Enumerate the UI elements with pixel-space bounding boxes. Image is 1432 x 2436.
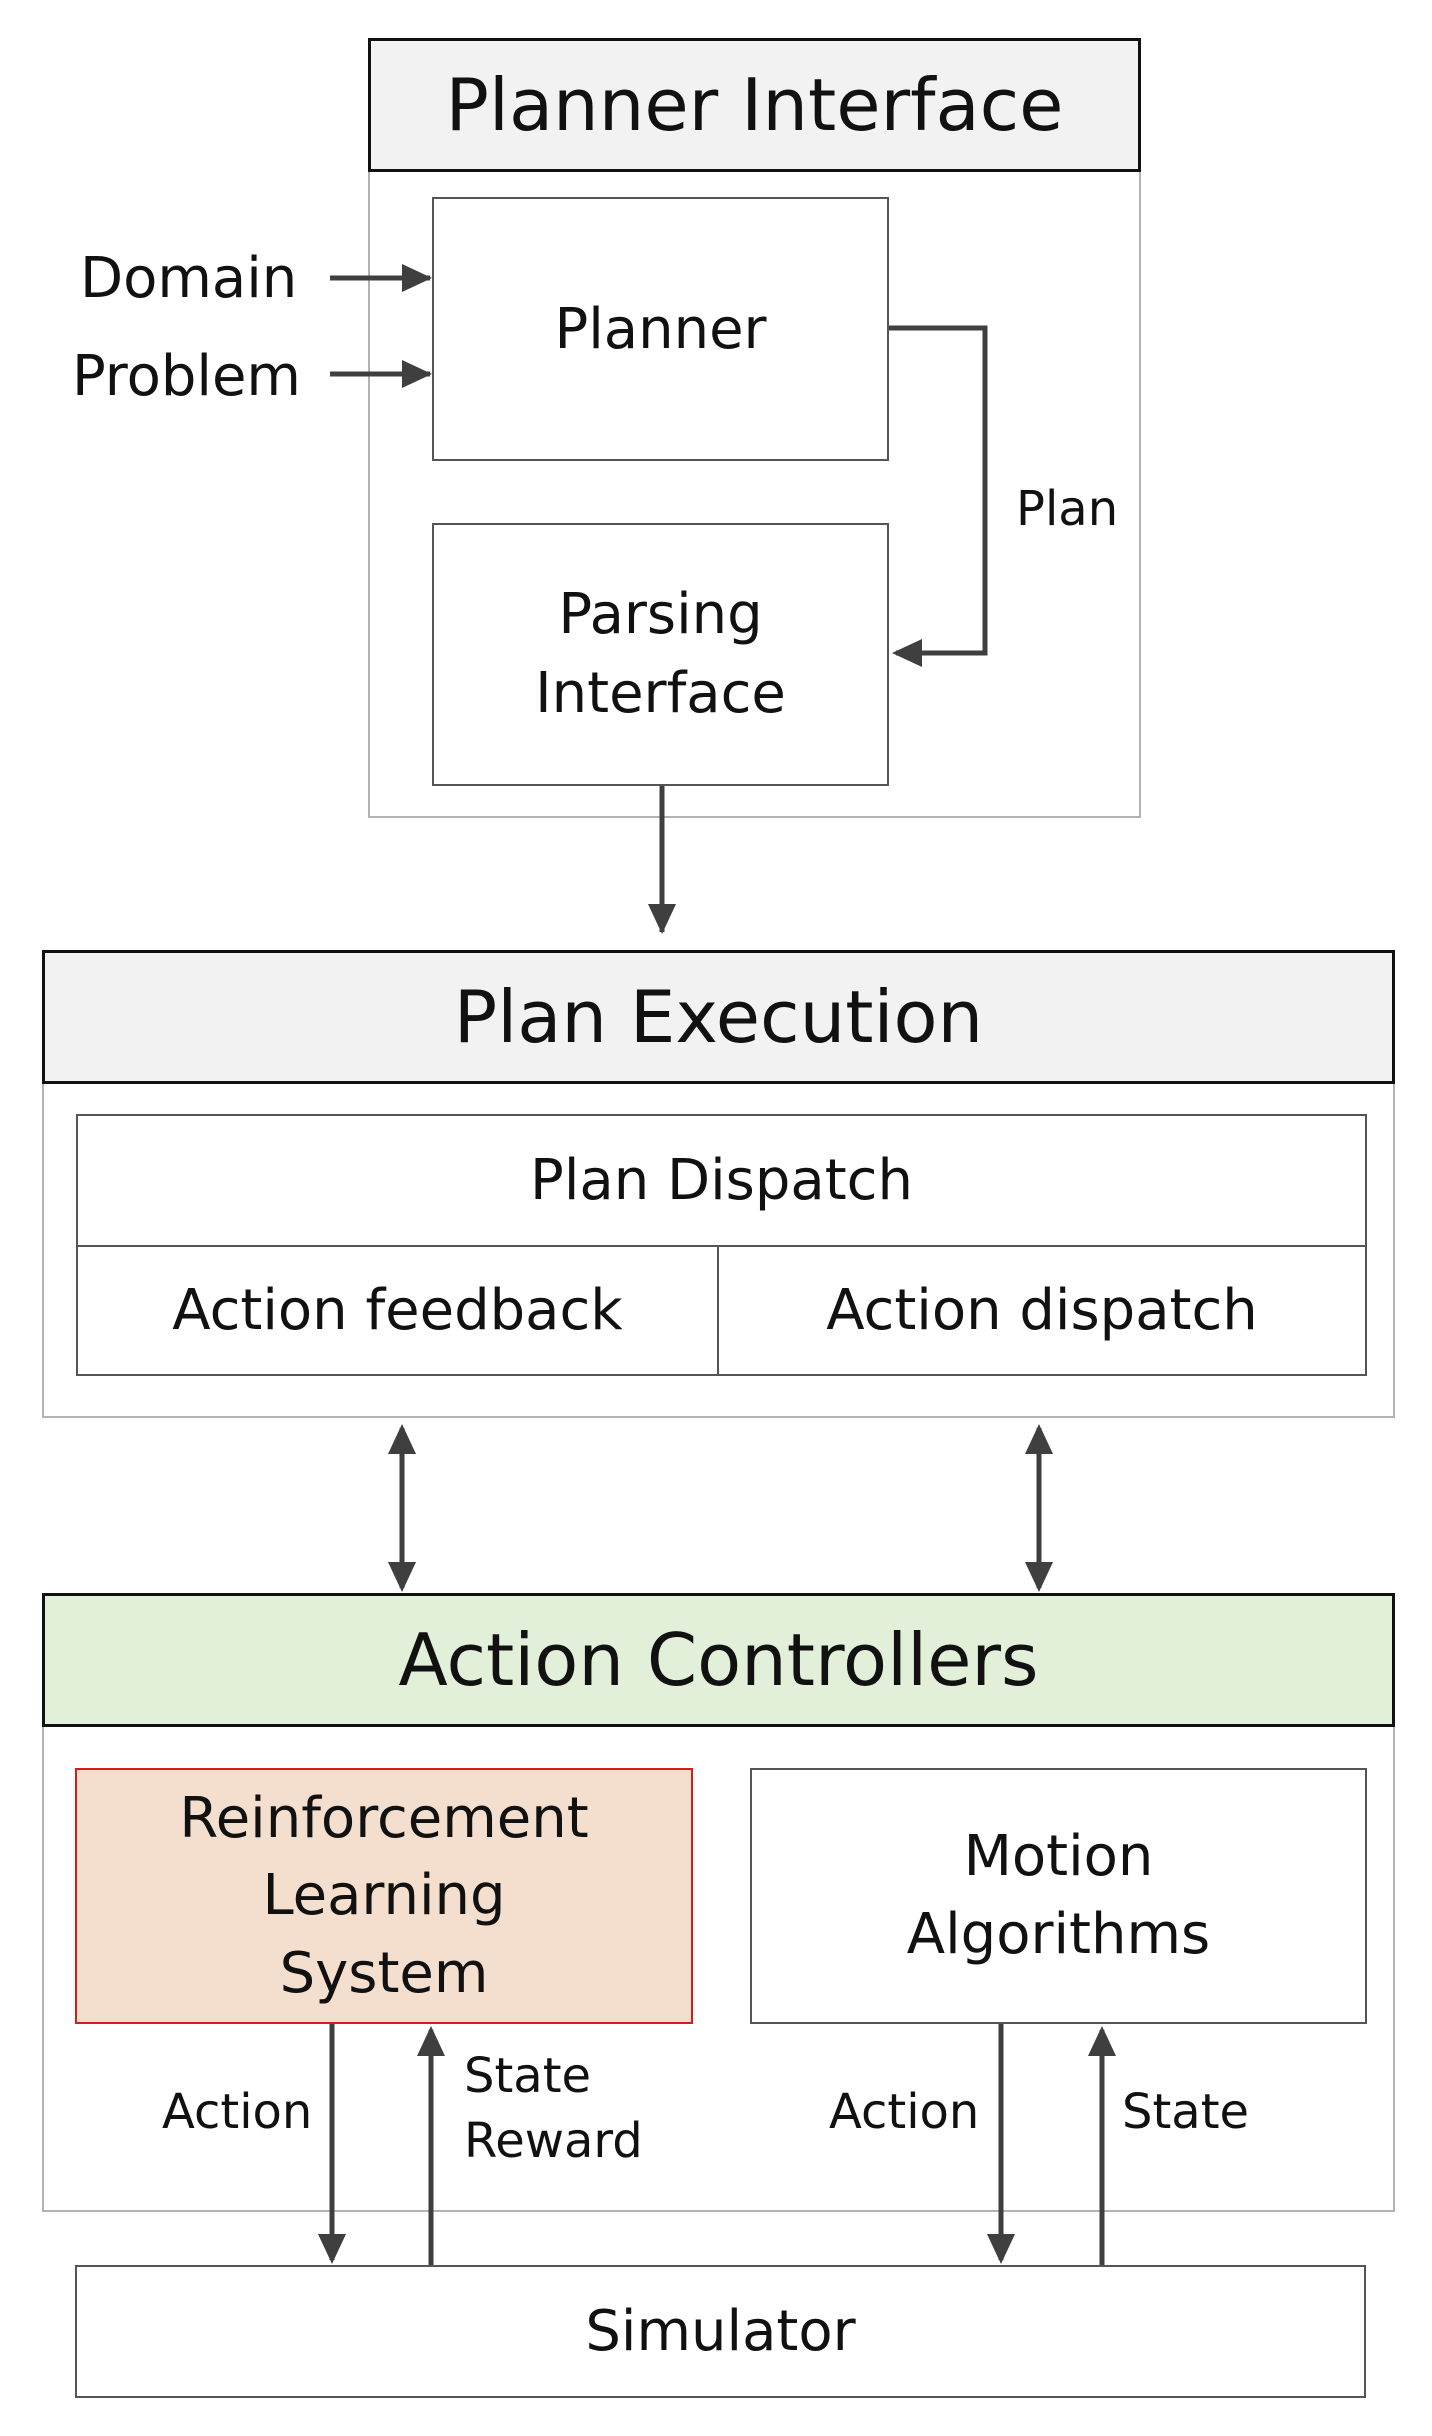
execution-arrowhead	[648, 904, 676, 934]
action-controllers-title: Action Controllers	[42, 1593, 1395, 1727]
motion-state-label: State	[1122, 2084, 1250, 2140]
simulator-box: Simulator	[75, 2265, 1366, 2398]
domain-arrowhead	[402, 264, 432, 292]
motion-algorithms-box: Motion Algorithms	[750, 1768, 1367, 2024]
plan-arrowhead	[892, 639, 922, 667]
planner-box: Planner	[432, 197, 889, 461]
planner-interface-title: Planner Interface	[368, 38, 1141, 172]
plan-arrow	[889, 325, 988, 656]
dispatch-down-arrowhead	[1025, 1562, 1053, 1592]
plan-dispatch-box: Plan Dispatch	[76, 1114, 1367, 1247]
action-dispatch-box: Action dispatch	[717, 1245, 1367, 1376]
rl-action-label: Action	[162, 2084, 313, 2140]
rl-state-arrowhead	[417, 2026, 445, 2056]
rl-state-reward-label: State Reward	[464, 2048, 643, 2170]
feedback-down-arrowhead	[388, 1562, 416, 1592]
feedback-up-arrowhead	[388, 1424, 416, 1454]
dispatch-up-arrowhead	[1025, 1424, 1053, 1454]
problem-arrowhead	[402, 360, 432, 388]
rl-action-arrowhead	[318, 2234, 346, 2264]
motion-action-label: Action	[829, 2084, 980, 2140]
parsing-interface-box: Parsing Interface	[432, 523, 889, 786]
motion-state-arrowhead	[1088, 2026, 1116, 2056]
reinforcement-learning-system-box: Reinforcement Learning System	[75, 1768, 693, 2024]
parsing-interface-label: Parsing Interface	[535, 582, 786, 726]
domain-input-label: Domain	[80, 246, 298, 311]
reinforcement-learning-system-label: Reinforcement Learning System	[179, 1786, 589, 2006]
action-feedback-box: Action feedback	[76, 1245, 719, 1376]
motion-action-arrowhead	[987, 2234, 1015, 2264]
plan-label: Plan	[1016, 481, 1119, 537]
problem-input-label: Problem	[72, 344, 301, 409]
plan-execution-title: Plan Execution	[42, 950, 1395, 1084]
motion-algorithms-label: Motion Algorithms	[906, 1823, 1211, 1967]
